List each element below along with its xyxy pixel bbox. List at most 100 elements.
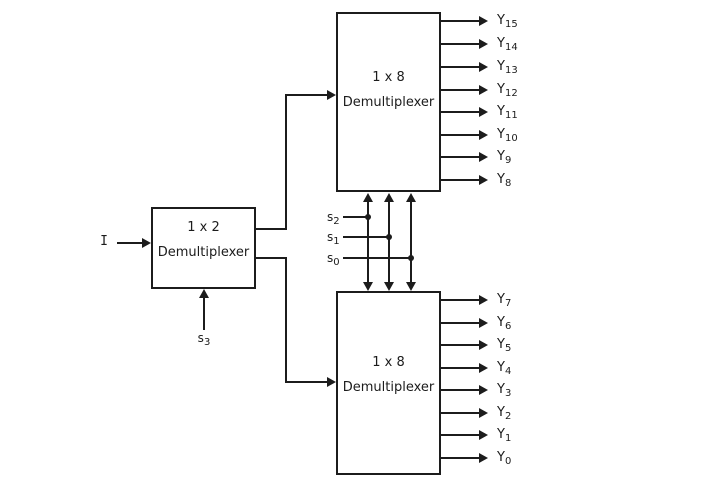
block-demux-1x2-size: 1 x 2 [187,220,220,235]
junction-dot [365,214,371,220]
arrow-right-icon [479,430,488,440]
select-s0-label: s0 [327,251,340,268]
output-row-y0: Y0 [441,448,511,468]
output-row-y15: Y15 [441,11,518,31]
block-demux-1x8-top: 1 x 8 Demultiplexer [336,12,441,192]
arrow-right-icon [479,85,488,95]
arrow-down-icon [406,282,416,291]
output-wire [441,66,479,68]
input-i-label: I [100,234,108,249]
output-wire [441,299,479,301]
wire-branch-top-h1 [256,228,287,230]
arrow-right-icon [479,62,488,72]
output-row-y2: Y2 [441,403,511,423]
arrow-right-icon [479,130,488,140]
arrow-right-icon [479,385,488,395]
select-s2-label: s2 [327,210,340,227]
wire-branch-top-v [285,94,287,230]
arrow-right-icon [142,238,151,248]
output-label-y1: Y1 [497,426,512,444]
output-wire [441,156,479,158]
block-demux-1x8-bottom-title: Demultiplexer [342,379,435,395]
output-row-y13: Y13 [441,57,518,77]
output-label-y11: Y11 [497,103,518,121]
output-wire [441,344,479,346]
wire-input-i [117,242,142,244]
block-demux-1x2: 1 x 2 Demultiplexer [151,207,256,289]
output-label-y3: Y3 [497,381,512,399]
output-row-y14: Y14 [441,34,518,54]
select-s3-label: s3 [197,331,211,348]
output-label-y9: Y9 [497,148,512,166]
wire-select-s3 [203,296,205,330]
output-wire [441,367,479,369]
arrow-right-icon [479,408,488,418]
block-demux-1x8-bottom: 1 x 8 Demultiplexer [336,291,441,475]
arrow-right-icon [479,16,488,26]
junction-dot [386,234,392,240]
output-label-y12: Y12 [497,81,518,99]
output-row-y10: Y10 [441,125,518,145]
output-label-y0: Y0 [497,449,512,467]
arrow-right-icon [327,90,336,100]
arrow-up-icon [199,289,209,298]
arrow-right-icon [479,340,488,350]
arrow-right-icon [479,152,488,162]
output-label-y15: Y15 [497,12,518,30]
output-label-y7: Y7 [497,291,512,309]
output-wire [441,111,479,113]
arrow-right-icon [479,175,488,185]
output-row-y8: Y8 [441,170,511,190]
wire-select-s0 [343,257,411,259]
wire-branch-bottom-h2 [285,381,327,383]
output-row-y7: Y7 [441,290,511,310]
arrow-up-icon [384,193,394,202]
arrow-down-icon [363,282,373,291]
output-wire [441,457,479,459]
output-label-y2: Y2 [497,404,512,422]
output-wire [441,412,479,414]
select-s1-label: s1 [327,230,340,247]
block-demux-1x8-top-title: Demultiplexer [342,95,435,110]
wire-select-bus-2 [388,200,390,284]
output-row-y4: Y4 [441,358,511,378]
output-label-y10: Y10 [497,126,518,144]
output-row-y12: Y12 [441,80,518,100]
output-label-y6: Y6 [497,314,512,332]
output-label-y13: Y13 [497,58,518,76]
wire-select-s1 [343,236,389,238]
block-demux-1x2-title: Demultiplexer [157,245,250,260]
arrow-up-icon [406,193,416,202]
output-wire [441,322,479,324]
output-label-y8: Y8 [497,171,512,189]
output-wire [441,179,479,181]
output-row-y11: Y11 [441,102,518,122]
arrow-right-icon [479,107,488,117]
output-row-y1: Y1 [441,425,511,445]
arrow-right-icon [479,318,488,328]
arrow-right-icon [479,363,488,373]
output-wire [441,43,479,45]
arrow-right-icon [479,453,488,463]
junction-dot [408,255,414,261]
block-demux-1x8-top-size: 1 x 8 [372,70,405,85]
arrow-right-icon [479,295,488,305]
output-wire [441,89,479,91]
arrow-down-icon [384,282,394,291]
wire-select-s2 [343,216,368,218]
wire-branch-top-h2 [285,94,327,96]
arrow-right-icon [479,39,488,49]
output-wire [441,20,479,22]
output-label-y4: Y4 [497,359,512,377]
output-row-y9: Y9 [441,147,511,167]
output-wire [441,134,479,136]
output-row-y6: Y6 [441,313,511,333]
output-row-y3: Y3 [441,380,511,400]
wire-select-bus-1 [367,200,369,284]
arrow-up-icon [363,193,373,202]
output-wire [441,389,479,391]
wire-branch-bottom-h1 [256,257,287,259]
output-wire [441,434,479,436]
output-label-y5: Y5 [497,336,512,354]
